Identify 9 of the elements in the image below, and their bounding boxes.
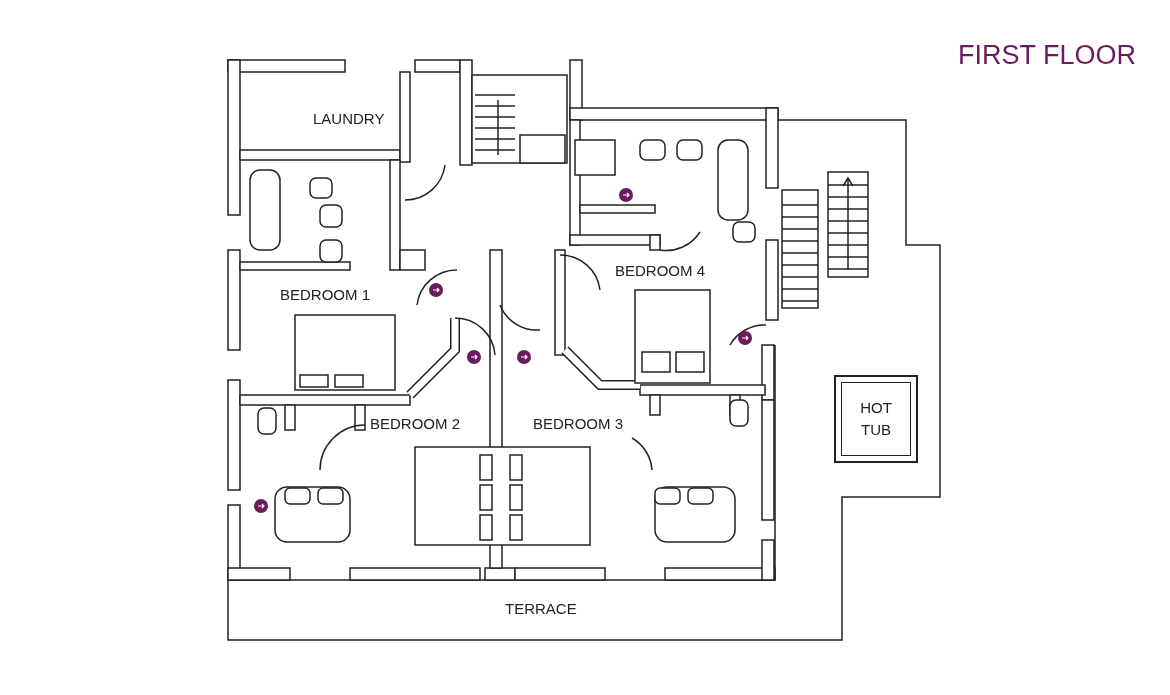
hot-tub-box bbox=[834, 375, 918, 463]
floor-title: FIRST FLOOR bbox=[958, 40, 1137, 71]
room-label: TERRACE bbox=[505, 600, 577, 617]
room-label: BEDROOM 1 bbox=[280, 286, 370, 303]
room-label: BEDROOM 4 bbox=[615, 262, 705, 279]
hot-tub-label: HOT TUB bbox=[859, 398, 893, 440]
room-label: BEDROOM 2 bbox=[370, 415, 460, 432]
room-label: LAUNDRY bbox=[313, 110, 385, 127]
room-label: BEDROOM 3 bbox=[533, 415, 623, 432]
